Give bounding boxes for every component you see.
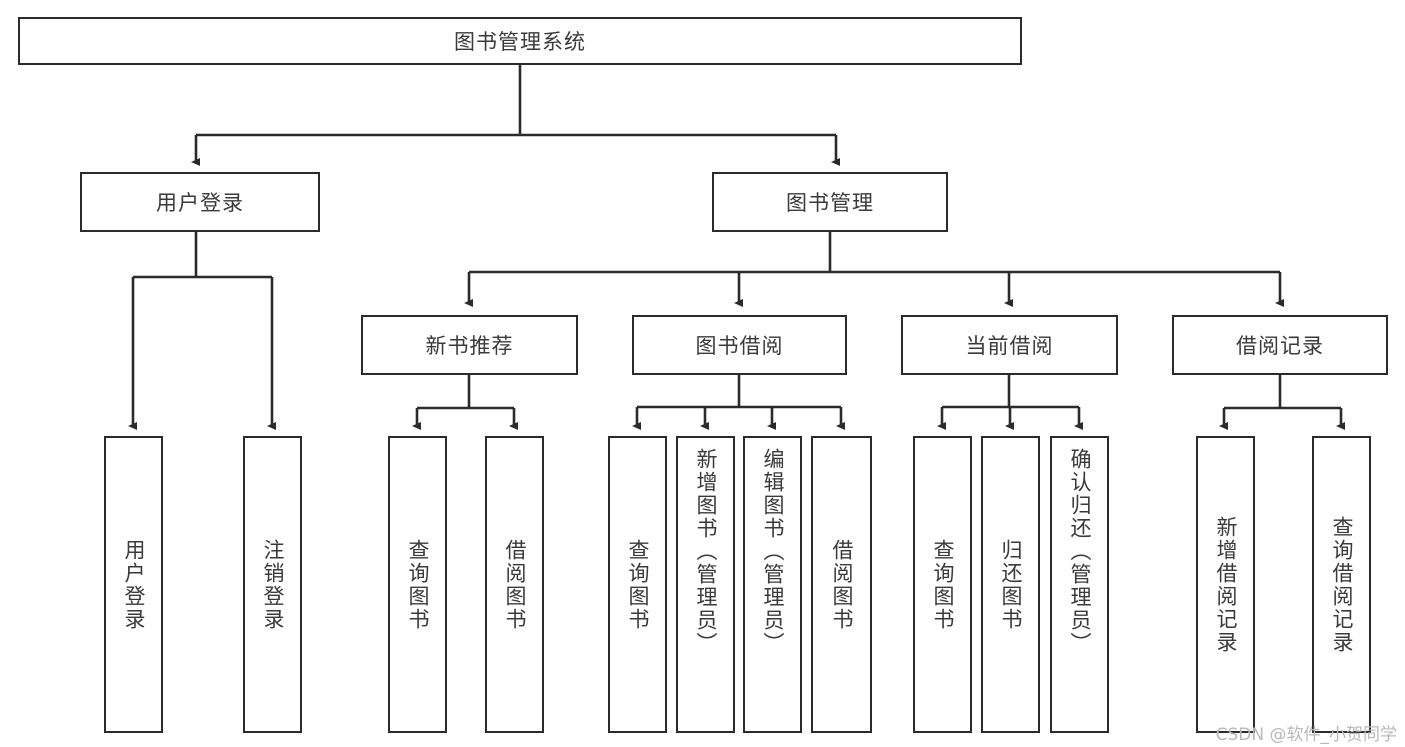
leaf-label: 查询图书: [625, 538, 650, 631]
node-root-label: 图书管理系统: [454, 30, 586, 54]
node-current-borrow[interactable]: 当前借阅: [901, 315, 1118, 375]
leaf-label: 借阅图书: [829, 538, 854, 631]
leaf-new-book-query[interactable]: 查询图书: [388, 436, 447, 733]
node-borrow-record[interactable]: 借阅记录: [1172, 315, 1388, 375]
leaf-label: 借阅图书: [502, 538, 527, 631]
leaf-user-login-login[interactable]: 用户登录: [104, 436, 163, 733]
leaf-label: 归还图书: [998, 538, 1023, 631]
node-root[interactable]: 图书管理系统: [18, 17, 1022, 65]
leaf-record-add-record[interactable]: 新增借阅记录: [1196, 436, 1255, 733]
leaf-borrow-borrow-book[interactable]: 借阅图书: [811, 436, 872, 733]
node-borrow-record-label: 借阅记录: [1236, 334, 1324, 358]
leaf-label: 确认归还（管理员）: [1067, 448, 1092, 655]
node-current-borrow-label: 当前借阅: [965, 334, 1054, 358]
leaf-user-login-logout[interactable]: 注销登录: [243, 436, 302, 733]
leaf-label: 查询借阅记录: [1329, 515, 1354, 654]
leaf-current-confirm-return-admin[interactable]: 确认归还（管理员）: [1050, 436, 1109, 733]
leaf-label: 编辑图书（管理员）: [760, 448, 785, 655]
leaf-label: 新增图书（管理员）: [693, 448, 718, 655]
leaf-new-book-borrow[interactable]: 借阅图书: [485, 436, 544, 733]
node-book-management[interactable]: 图书管理: [712, 172, 948, 232]
leaf-borrow-edit-book-admin[interactable]: 编辑图书（管理员）: [743, 436, 802, 733]
leaf-current-return-book[interactable]: 归还图书: [981, 436, 1040, 733]
node-book-borrow-label: 图书借阅: [695, 334, 784, 358]
leaf-current-query-book[interactable]: 查询图书: [913, 436, 972, 733]
watermark: CSDN @软件_小贺同学: [1215, 725, 1397, 745]
leaf-label: 查询图书: [405, 538, 430, 631]
leaf-label: 查询图书: [930, 538, 955, 631]
leaf-borrow-query-book[interactable]: 查询图书: [608, 436, 667, 733]
node-book-management-label: 图书管理: [786, 191, 874, 215]
node-book-borrow[interactable]: 图书借阅: [632, 315, 847, 375]
leaf-record-query-record[interactable]: 查询借阅记录: [1312, 436, 1371, 733]
leaf-label: 用户登录: [121, 538, 146, 631]
leaf-borrow-add-book-admin[interactable]: 新增图书（管理员）: [676, 436, 735, 733]
node-new-book-recommend[interactable]: 新书推荐: [361, 315, 578, 375]
node-user-login[interactable]: 用户登录: [80, 172, 320, 232]
node-new-book-recommend-label: 新书推荐: [425, 334, 514, 358]
node-user-login-label: 用户登录: [156, 191, 244, 215]
leaf-label: 新增借阅记录: [1213, 515, 1238, 654]
leaf-label: 注销登录: [260, 538, 285, 631]
